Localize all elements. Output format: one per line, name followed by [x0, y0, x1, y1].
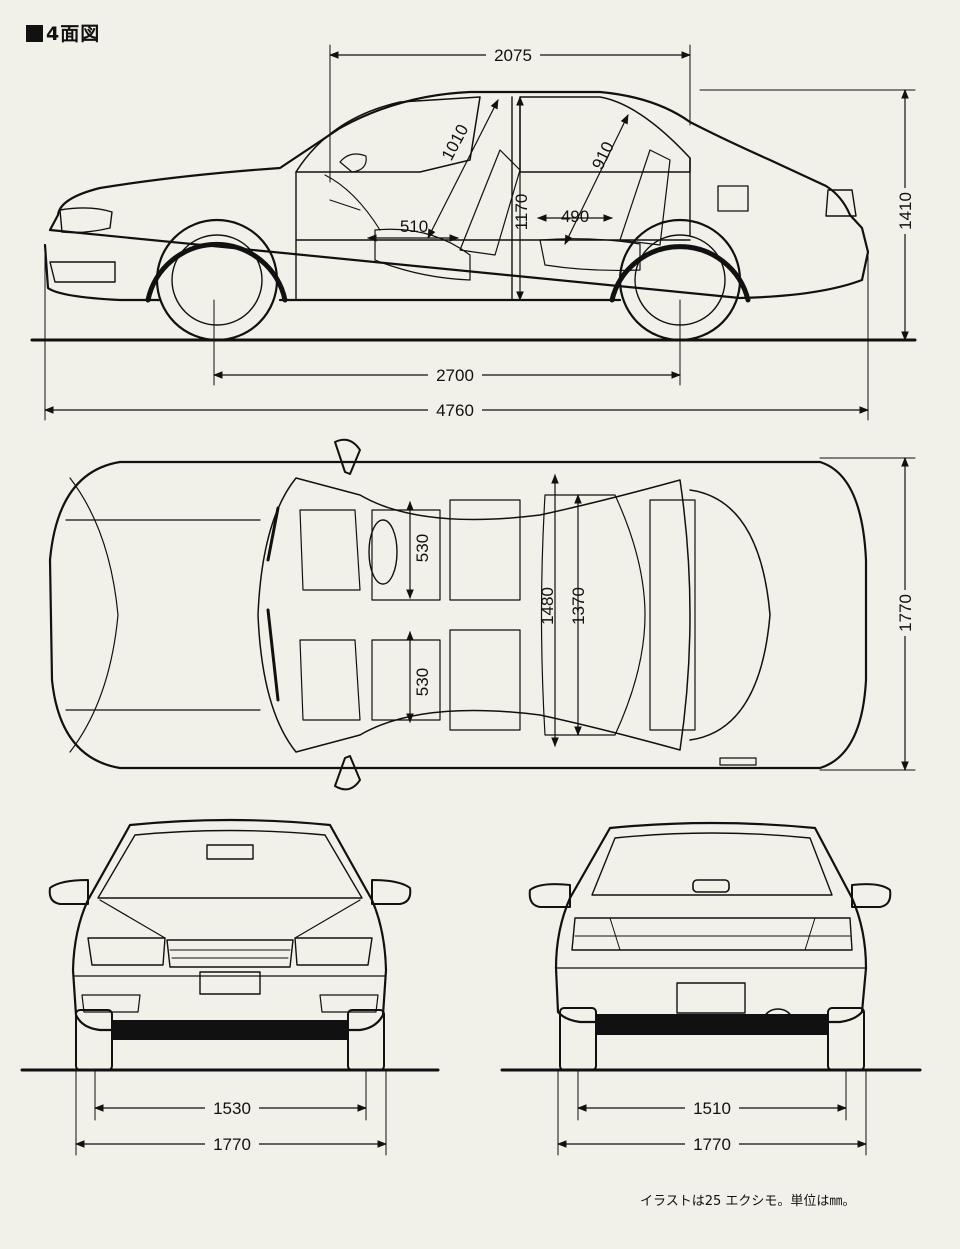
- front-dimension-labels: 1530 1770: [205, 1097, 259, 1155]
- dim-interior-height: 1170: [512, 194, 531, 231]
- dim-front-headroom: 1010: [438, 121, 473, 163]
- title-text: 4面図: [46, 23, 101, 45]
- dim-rear-seat: 490: [561, 207, 589, 226]
- dim-rear-width: 1770: [693, 1135, 731, 1154]
- rear-view: 1510 1770: [500, 821, 922, 1156]
- side-wheels: [145, 218, 751, 342]
- side-dimension-labels: 2075 1010 910 510 1170 490 1410 2700 476…: [400, 43, 917, 421]
- dim-shoulder-width: 1370: [569, 587, 588, 625]
- side-view: 2075 1010 910 510 1170 490 1410 2700 476…: [30, 43, 917, 421]
- top-body: [48, 438, 868, 791]
- illustration-credit: イラストは25 エクシモ。単位は㎜。: [640, 1194, 856, 1209]
- dim-greenhouse: 2075: [494, 46, 532, 65]
- dim-front-seat-width-right: 530: [413, 668, 432, 696]
- title-square-icon: [26, 25, 43, 42]
- dim-height: 1410: [896, 192, 915, 230]
- front-body: [48, 818, 412, 1071]
- dim-front-seat-width-left: 530: [413, 534, 432, 562]
- dim-rear-track: 1510: [693, 1099, 731, 1118]
- rear-dimension-labels: 1510 1770: [685, 1097, 739, 1155]
- rear-body: [528, 821, 892, 1071]
- drawing-title: 4面図: [26, 19, 100, 46]
- front-view: 1530 1770: [20, 818, 440, 1156]
- dim-front-width: 1770: [213, 1135, 251, 1154]
- top-dimension-labels: 1770 530 530 1480 1370: [413, 534, 917, 696]
- dim-wheelbase: 2700: [436, 366, 474, 385]
- dim-interior-width: 1480: [538, 587, 557, 625]
- top-view: 1770 530 530 1480 1370: [48, 438, 917, 791]
- dim-length: 4760: [436, 401, 474, 420]
- dim-front-track: 1530: [213, 1099, 251, 1118]
- top-dimension-lines: [406, 457, 916, 771]
- dim-top-width: 1770: [896, 594, 915, 632]
- dim-front-seat: 510: [400, 217, 428, 236]
